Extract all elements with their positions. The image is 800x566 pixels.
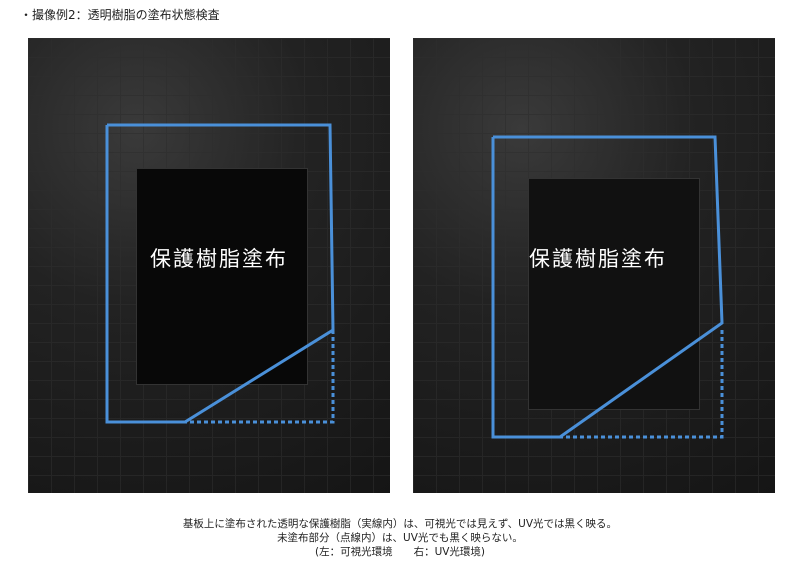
pcb-photo-uv: 保護樹脂塗布 — [413, 38, 775, 493]
page-title: ・撮像例2：透明樹脂の塗布状態検査 — [20, 8, 220, 22]
coating-outline — [491, 135, 724, 439]
coating-outline — [105, 123, 335, 424]
ic-chip — [136, 168, 308, 385]
caption-line-3: (左：可視光環境 右：UV光環境) — [314, 546, 486, 558]
caption-line-1: 基板上に塗布された透明な保護樹脂（実線内）は、可視光では見えず、UV光では黒く映… — [182, 518, 618, 530]
overlay-label: 保護樹脂塗布 — [150, 247, 288, 271]
ic-chip — [528, 178, 700, 410]
pcb-photo-visible: 保護樹脂塗布 — [28, 38, 390, 493]
overlay-label: 保護樹脂塗布 — [529, 247, 667, 271]
caption-line-2: 未塗布部分（点線内）は、UV光でも黒く映らない。 — [277, 532, 523, 544]
